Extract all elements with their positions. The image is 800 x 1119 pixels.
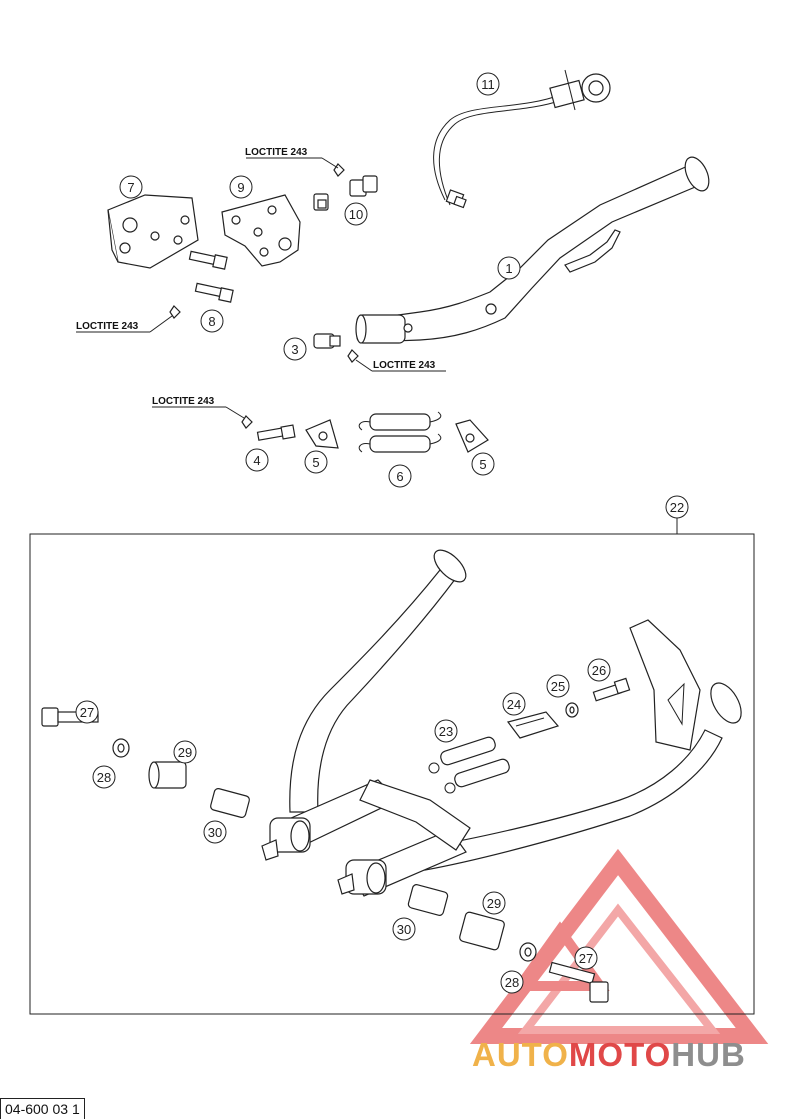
part-24-bracket [506, 711, 560, 739]
part-30-sleeve-left [210, 788, 250, 818]
callout-27-right: 27 [579, 951, 593, 966]
loctite-label-4: LOCTITE 243 [152, 396, 215, 407]
loctite-drops [169, 163, 359, 429]
document-number: 04-600 03 1 [0, 1098, 85, 1119]
part-29-bushing-left [148, 761, 187, 789]
callout-26: 26 [592, 663, 606, 678]
loctite-label-2: LOCTITE 243 [76, 321, 139, 332]
callout-23: 23 [439, 724, 453, 739]
callout-28-left: 28 [97, 770, 111, 785]
watermark-auto: AUTO [472, 1036, 569, 1073]
callout-3: 3 [291, 342, 298, 357]
callouts [75, 72, 689, 994]
part-1-side-stand [355, 156, 710, 344]
part-28-washer-left [112, 738, 130, 758]
callout-4: 4 [253, 453, 260, 468]
watermark-hub: HUB [671, 1036, 746, 1073]
callout-8: 8 [208, 314, 215, 329]
part-5-plate-right [455, 419, 489, 453]
loctite-label-3: LOCTITE 243 [373, 360, 436, 371]
watermark-text: AUTOMOTOHUB [472, 1036, 746, 1074]
part-11-switch-cable [433, 69, 611, 209]
part-23-springs [428, 736, 510, 794]
part-9-plate [221, 194, 301, 267]
callout-25: 25 [551, 679, 565, 694]
part-4-bolt [256, 424, 296, 441]
part-5-plate-left [305, 419, 339, 449]
callout-11: 11 [481, 77, 495, 92]
part-3-bolt [313, 333, 341, 349]
part-29-bushing-right [459, 911, 505, 951]
part-25-washer [565, 702, 579, 718]
part-10-bolts [313, 175, 378, 211]
callout-6: 6 [396, 469, 403, 484]
callout-30-right: 30 [397, 922, 411, 937]
callout-29-left: 29 [178, 745, 192, 760]
callout-28-right: 28 [505, 975, 519, 990]
callout-7: 7 [127, 180, 134, 195]
part-22-center-stand [261, 549, 742, 897]
part-6-springs [358, 411, 442, 453]
part-7-bracket [107, 194, 199, 269]
callout-1: 1 [505, 261, 512, 276]
loctite-leader-lines [76, 157, 446, 419]
callout-24: 24 [507, 697, 521, 712]
callout-9: 9 [237, 180, 244, 195]
watermark-moto: MOTO [568, 1036, 672, 1073]
callout-29-right: 29 [487, 896, 501, 911]
callout-10: 10 [349, 207, 363, 222]
part-26-bolt [592, 677, 631, 702]
loctite-label-1: LOCTITE 243 [245, 147, 308, 158]
callout-22: 22 [670, 500, 684, 515]
callout-5-left: 5 [312, 455, 319, 470]
callout-27-left: 27 [80, 705, 94, 720]
callout-30-left: 30 [208, 825, 222, 840]
part-27-bolt-right [548, 961, 609, 1003]
part-30-sleeve-right [407, 884, 449, 916]
callout-5-right: 5 [479, 457, 486, 472]
part-28-washer-right [519, 942, 537, 962]
assembly-22-frame [29, 533, 755, 1015]
part-8-bolts [188, 250, 234, 303]
